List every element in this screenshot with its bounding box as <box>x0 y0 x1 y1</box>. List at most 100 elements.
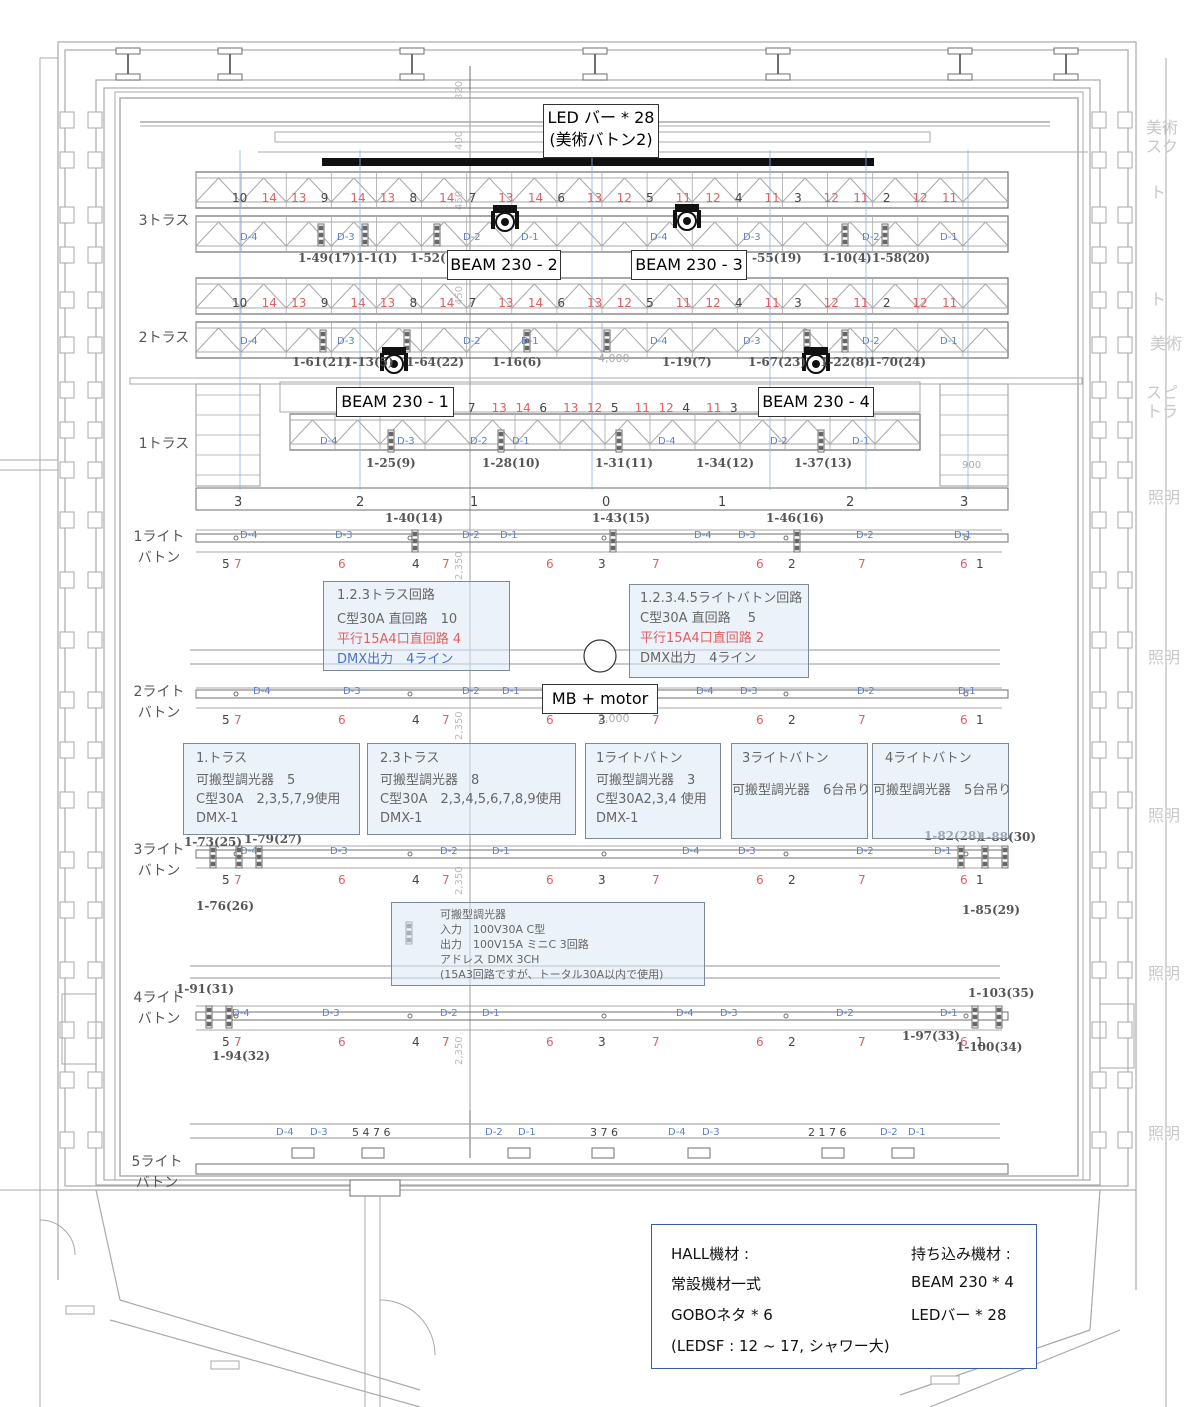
truss2-downstage-lattice <box>985 327 1009 353</box>
right-column <box>1117 246 1133 264</box>
batten3-dimmer-cell <box>1002 861 1008 867</box>
right-column <box>1117 1071 1133 1089</box>
truss3-upstage-lattice <box>939 177 964 203</box>
truss2-downstage-lattice <box>939 327 964 353</box>
batten3-dimmer-cell <box>982 847 988 853</box>
truss3-upstage-lattice <box>421 177 445 203</box>
truss1-lattice <box>514 419 538 445</box>
truss3-upstage-lattice <box>556 177 580 203</box>
truss3-dimmer-cell <box>362 225 368 231</box>
truss3-channel-20: 12 <box>824 191 839 205</box>
right-column <box>1091 741 1107 759</box>
left-column <box>87 511 103 529</box>
top-beam-flange <box>115 47 141 55</box>
light-batten2-ch-7: 7 <box>652 713 660 727</box>
light-batten1-hanger <box>407 535 413 541</box>
left-column <box>87 246 103 264</box>
edge-label-1-l2: スク <box>1146 137 1179 156</box>
beam-230-3-label: BEAM 230 - 3 <box>631 250 747 280</box>
truss3-dmx-6: D-2 <box>862 232 880 243</box>
light-batten5-dmx-5: D-3 <box>702 1127 720 1138</box>
left-column <box>59 571 75 589</box>
dim-2350c: 2,350 <box>454 866 465 895</box>
light-batten1-dmx-3: D-1 <box>500 530 518 541</box>
dim-4000: 4,000 <box>598 352 630 365</box>
edge-label-4: 美術 <box>1150 334 1183 353</box>
edge-label-5-l2: トラ <box>1146 402 1179 421</box>
truss1-bay-6: 3 <box>960 495 968 510</box>
truss-circuit-title: 1.2.3トラス回路 <box>337 588 435 603</box>
truss2-upstage-lattice <box>985 283 1009 309</box>
light-batten2-ch-9: 2 <box>788 713 796 727</box>
batten4-dimmer-cell <box>206 1014 212 1020</box>
light-batten2-label-l2: バトン <box>137 705 181 721</box>
truss3-channel-7: 14 <box>439 191 454 205</box>
truss1-bay-3: 0 <box>602 495 610 510</box>
truss2-upstage-lattice <box>285 283 310 309</box>
light-batten3-dmx-3: D-1 <box>492 846 510 857</box>
truss2-upstage-lattice <box>556 283 580 309</box>
light-batten4-ch-0: 5 <box>222 1035 230 1049</box>
left-column <box>59 851 75 869</box>
truss2-dimmer-cell <box>604 345 610 351</box>
truss1-channel-9: 12 <box>659 401 674 415</box>
truss3-downstage-lattice <box>376 221 400 247</box>
right-column <box>1091 111 1107 129</box>
truss1-channel-7: 5 <box>611 401 619 415</box>
batten3-dimmer-cell <box>236 861 242 867</box>
legend-hall-1: 常設機材一式 <box>671 1275 762 1293</box>
light-batten1-ch-6: 3 <box>598 557 606 571</box>
truss2-upstage-lattice <box>827 283 851 309</box>
truss3-channel-10: 14 <box>528 191 543 205</box>
light-batten1-label: 1ライト バトン <box>128 527 190 569</box>
light-batten2-label: 2ライト バトン <box>128 682 190 724</box>
truss3-dimmer-cell <box>318 225 324 231</box>
batten4-dimmer-cell <box>226 1014 232 1020</box>
edge-label-9: 照明 <box>1148 964 1181 983</box>
right-column <box>1091 571 1107 589</box>
light-batten2-ch-11: 6 <box>960 713 968 727</box>
left-column <box>87 901 103 919</box>
light-batten1-dmx-6: D-2 <box>856 530 874 541</box>
beam-230-2-fixture <box>491 205 519 232</box>
truss1-lattice <box>357 419 381 445</box>
batten4-circuit-3: 1-100(34) <box>956 1040 1022 1054</box>
light-batten4-hanger <box>963 1013 969 1019</box>
light-batten4-ch-3: 4 <box>412 1035 420 1049</box>
truss1-dmx-4: D-4 <box>658 436 676 447</box>
light-batten3-ch-3: 4 <box>412 873 420 887</box>
truss3-channel-16: 12 <box>705 191 720 205</box>
light-batten3-ch-0: 5 <box>222 873 230 887</box>
truss1-lattice <box>627 419 651 445</box>
truss2-downstage-lattice <box>421 327 445 353</box>
truss2-dmx-4: D-4 <box>650 336 668 347</box>
truss1-lattice <box>289 419 313 445</box>
light-batten1-hanger <box>783 535 789 541</box>
left-column <box>87 1071 103 1089</box>
truss3-channel-4: 14 <box>350 191 365 205</box>
batten3-dimmer-cell <box>210 861 216 867</box>
truss3-circuit-0: 1-49(17) <box>298 251 356 265</box>
truss2-downstage-lattice <box>218 327 242 353</box>
light-batten1-bar <box>195 533 1009 543</box>
truss3-channel-3: 9 <box>321 191 329 205</box>
truss2-upstage-lattice <box>579 283 603 309</box>
truss3-channel-14: 5 <box>646 191 654 205</box>
truss2-upstage-lattice <box>330 283 355 309</box>
truss2-dimmer-cell <box>842 338 848 344</box>
edge-label-3: ト <box>1150 290 1167 309</box>
top-beam-flange <box>947 73 973 81</box>
truss1-circuit-4: 1-37(13) <box>794 456 852 470</box>
light-batten4-label: 4ライト バトン <box>128 988 190 1030</box>
left-column <box>59 246 75 264</box>
right-column <box>1117 741 1133 759</box>
truss2-downstage-lattice <box>669 327 693 353</box>
p1-line3: DMX-1 <box>196 811 239 826</box>
truss3-upstage-lattice <box>285 177 310 203</box>
right-column <box>1091 691 1107 709</box>
truss1-channel-1: 7 <box>468 401 476 415</box>
truss2-channel-12: 13 <box>587 296 602 310</box>
truss2-upstage-lattice <box>488 283 513 309</box>
light-batten1-ch-1: 7 <box>234 557 242 571</box>
truss3-downstage-lattice <box>939 221 964 247</box>
